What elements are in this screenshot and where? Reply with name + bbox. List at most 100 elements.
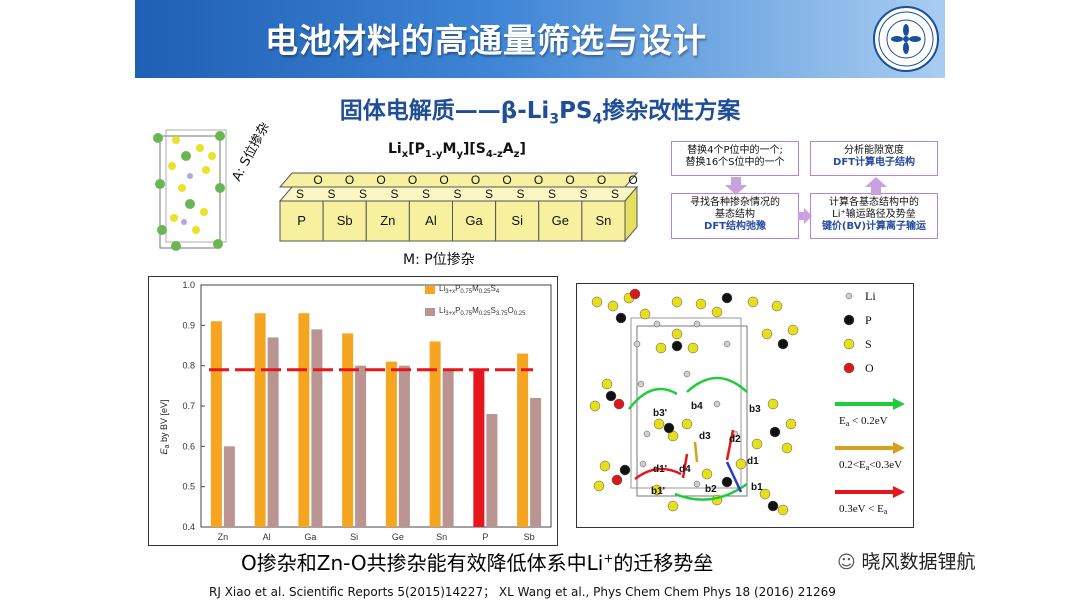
y-tick-label: 0.8 — [182, 361, 195, 371]
atom-mark — [767, 398, 779, 410]
legend-arrow-label-mid: < 0.2eV — [849, 415, 887, 427]
atom-mark — [701, 468, 713, 480]
path-label-d2: d2 — [729, 434, 741, 445]
y-tick-label: 0.9 — [182, 320, 195, 330]
flow-arrows — [725, 177, 887, 195]
atom-mark — [671, 296, 683, 308]
watermark-text: 晓风数据锂航 — [861, 551, 976, 573]
element-cell-sb — [322, 200, 367, 242]
legend-label-part: 4 — [496, 289, 500, 295]
atom-mark — [591, 296, 603, 308]
flow-box-relax-line1: 寻找各种掺杂情况的 — [690, 197, 780, 208]
legend-label-part: 0.75 — [460, 289, 472, 295]
bar-sn-series1 — [429, 341, 441, 527]
s-atom-label: S — [611, 187, 619, 201]
path-label-d1: d1 — [747, 456, 759, 467]
atom-mark — [653, 418, 665, 430]
s-atom-label: S — [548, 187, 556, 201]
atom-mark — [713, 400, 721, 408]
element-cell-p — [279, 200, 324, 242]
atom-mark — [639, 308, 651, 320]
o-atom-label: O — [502, 173, 511, 187]
o-atom-label: O — [376, 173, 385, 187]
legend-swatch — [425, 308, 435, 316]
o-atom-label: O — [628, 173, 637, 187]
path-label-b2: b2 — [705, 484, 717, 495]
legend-label-part: 0.25 — [514, 311, 526, 317]
x-tick-label: Si — [350, 532, 358, 542]
atom-mark — [693, 480, 701, 488]
x-tick-label: Zn — [218, 532, 229, 542]
atom-mark — [599, 460, 611, 472]
y-axis-label: Ea by BV [eV] — [159, 400, 171, 455]
o-atom-label: O — [534, 173, 543, 187]
legend-label-part: Li — [439, 306, 445, 315]
path-label-b1: b1 — [751, 482, 763, 493]
atom-mark — [771, 300, 783, 312]
legend-label-part: 3+x — [445, 311, 455, 317]
legend-label-part: 0.25 — [479, 289, 491, 295]
s-atom-label: S — [579, 187, 587, 201]
o-atom-label: O — [313, 173, 322, 187]
element-label: Sn — [595, 213, 611, 228]
y-axis-label-main: E — [159, 447, 169, 454]
bar-zn-series2 — [223, 446, 235, 527]
element-label: Ga — [465, 213, 483, 228]
y-tick-label: 0.6 — [182, 441, 195, 451]
atom-mark — [629, 288, 641, 300]
legend-arrow-label-sub: a — [884, 507, 888, 516]
slide-title: 电池材料的高通量筛选与设计 — [265, 21, 707, 60]
legend-label-part: S — [490, 284, 495, 293]
atom-mark — [653, 320, 661, 328]
legend-atom-label: O — [865, 361, 874, 375]
flow-box-substitute-line1: 替换4个P位中的一个; — [687, 145, 783, 156]
atom-mark — [777, 504, 789, 516]
element-label: Ge — [552, 213, 569, 228]
legend-atom-label: Li — [865, 289, 876, 303]
arrow-right-icon — [798, 208, 812, 224]
bar-sn-series2 — [442, 369, 454, 527]
flow-box-relax: 寻找各种掺杂情况的 基态结构 DFT结构弛豫 — [671, 193, 799, 239]
atom-mark — [589, 400, 601, 412]
legend-arrow-label-pre: 0.2<E — [839, 459, 866, 471]
element-cell-al — [408, 200, 453, 242]
atom-mark — [721, 292, 733, 304]
s-atom-label: S — [296, 187, 304, 201]
slide-caption: O掺杂和Zn-O共掺杂能有效降低体系中Li+的迁移势垒 — [241, 551, 714, 575]
atom-mark — [593, 480, 605, 492]
doping-formula: Lix[P1-yMy][S4-zAz] — [388, 141, 526, 160]
element-label: Al — [425, 213, 437, 228]
institution-logo-icon — [873, 6, 939, 72]
atom-mark — [611, 474, 623, 486]
legend-label-part: 3.75 — [496, 311, 508, 317]
flow-box-substitute-line2: 替换16个S位中的一个 — [685, 157, 785, 168]
arrow-down-left-icon — [725, 177, 747, 195]
bar-si-series1 — [342, 333, 354, 527]
atom-mark — [663, 422, 675, 434]
bar-zn-series1 — [210, 321, 222, 527]
legend-arrow-label-mid: <0.3eV — [869, 459, 902, 471]
legend-label-part: 0.25 — [479, 311, 491, 317]
bar-p-series2 — [486, 414, 498, 527]
legend-label-part: Li — [439, 284, 445, 293]
bar-sb-series1 — [517, 353, 529, 527]
legend-atom-label: P — [865, 313, 872, 327]
legend-arrow-label-sub: a — [846, 419, 850, 428]
atom-mark — [761, 328, 773, 340]
atom-mark — [683, 370, 691, 378]
element-cell-ge — [538, 200, 583, 242]
atom-mark — [637, 380, 645, 388]
atom-mark — [671, 340, 683, 352]
atom-mark — [711, 306, 723, 318]
y-tick-label: 0.7 — [182, 401, 195, 411]
legend-label-part: 0.75 — [460, 311, 472, 317]
element-cell-si — [495, 200, 540, 242]
crystal-structure-image — [153, 129, 227, 251]
o-atom-label: O — [471, 173, 480, 187]
o-atom-label: O — [345, 173, 354, 187]
atom-mark — [615, 312, 627, 324]
o-atom-label: O — [597, 173, 606, 187]
header-banner: 电池材料的高通量筛选与设计 — [135, 0, 945, 78]
